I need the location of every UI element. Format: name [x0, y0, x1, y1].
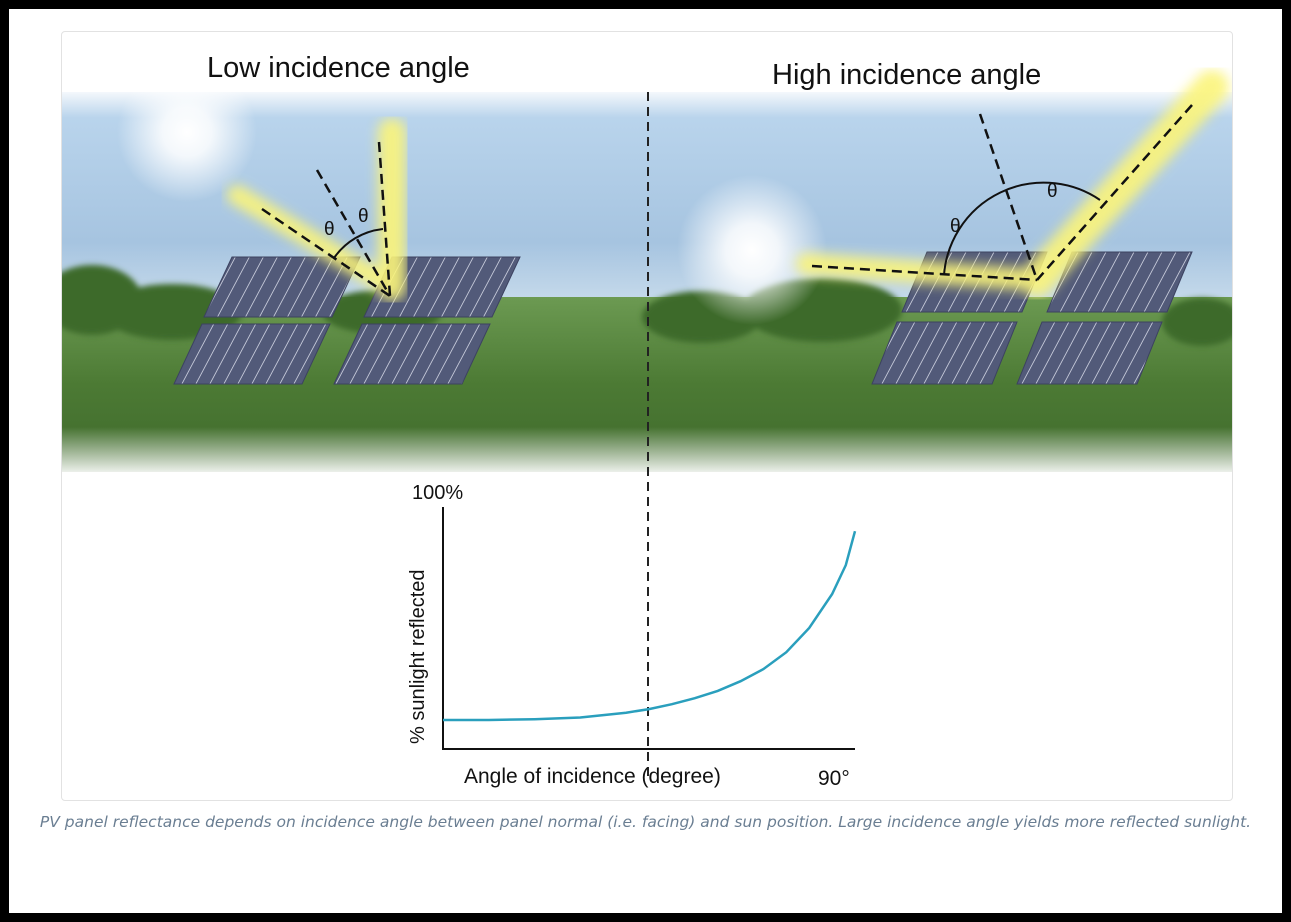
panel	[1016, 321, 1163, 385]
incident-ray	[811, 264, 1038, 282]
panel	[173, 323, 331, 385]
x-max-label: 90°	[818, 767, 850, 790]
panel	[203, 256, 361, 318]
light-glow-right	[796, 70, 1229, 297]
figure-card: θ θ θ θ 100% % sunlight reflected	[61, 31, 1233, 801]
panel	[333, 323, 491, 385]
theta-label: θ	[324, 219, 335, 240]
angle-arc-right	[943, 181, 1101, 276]
figure-caption: PV panel reflectance depends on incidenc…	[39, 813, 1252, 831]
x-axis-label: Angle of incidence (degree)	[464, 765, 721, 788]
figure-frame: θ θ θ θ 100% % sunlight reflected	[9, 9, 1282, 913]
y-max-label: 100%	[412, 482, 463, 504]
panel-normal	[315, 169, 392, 297]
reflected-ray	[377, 141, 392, 297]
panel-normal	[978, 113, 1039, 281]
theta-label: θ	[358, 206, 369, 227]
theta-label: θ	[1047, 181, 1058, 202]
reflectance-chart: 100% % sunlight reflected Angle of incid…	[407, 482, 857, 790]
reflected-ray	[1036, 104, 1193, 281]
reflectance-illustration: θ θ θ θ 100% % sunlight reflected	[62, 62, 1232, 790]
rays-right	[811, 104, 1193, 282]
angle-arc-left	[333, 228, 384, 259]
incident-ray	[261, 207, 391, 298]
panel	[1046, 251, 1193, 313]
reflectance-curve	[443, 530, 857, 722]
chart-axes	[442, 507, 855, 750]
theta-label: θ	[950, 216, 961, 237]
panel	[871, 321, 1018, 385]
title-low-incidence: Low incidence angle	[207, 52, 470, 84]
title-high-incidence: High incidence angle	[772, 59, 1042, 91]
sun-right	[677, 175, 827, 325]
sun-left	[117, 62, 257, 202]
solar-array-left	[173, 256, 521, 385]
rays-left	[261, 141, 392, 298]
y-axis-label: % sunlight reflected	[407, 569, 429, 744]
light-glow-left	[227, 118, 406, 301]
